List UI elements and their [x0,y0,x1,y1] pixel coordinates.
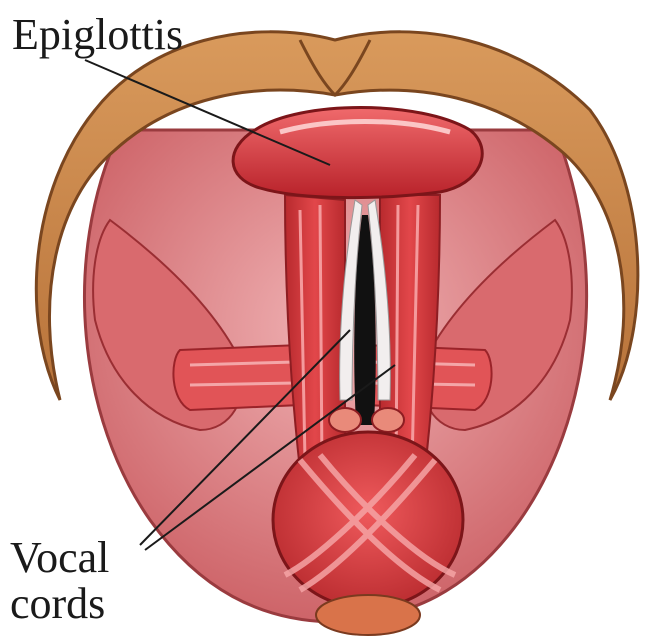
left-arytenoid [329,408,361,432]
vocal-cords-label-line1: Vocal [10,535,109,581]
cricoid-ring [316,595,420,635]
epiglottis-label: Epiglottis [12,12,183,58]
vocal-cords-label: Vocal cords [10,535,109,627]
cricoid-muscle-mass [273,432,463,608]
right-arytenoid [372,408,404,432]
vocal-cords-label-line2: cords [10,581,109,627]
